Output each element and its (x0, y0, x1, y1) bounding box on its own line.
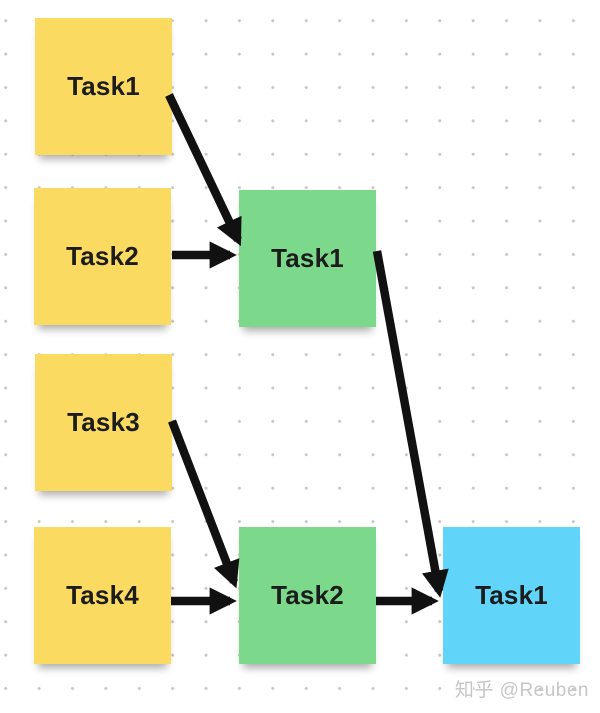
sticky-note-label: Task1 (67, 71, 140, 101)
connector-yellow-task3-to-green-task2[interactable] (168, 419, 240, 589)
sticky-note-label: Task1 (271, 243, 344, 273)
sticky-note-yellow-task1[interactable]: Task1 (35, 18, 172, 155)
watermark: 知乎 @Reuben (454, 680, 589, 701)
sticky-note-blue-task1[interactable]: Task1 (443, 527, 580, 664)
connector-yellow-task1-to-green-task1[interactable] (165, 93, 242, 247)
sticky-note-label: Task2 (271, 580, 344, 610)
sticky-note-label: Task2 (66, 241, 139, 271)
sticky-note-green-task1[interactable]: Task1 (239, 190, 376, 327)
sticky-note-yellow-task3[interactable]: Task3 (35, 354, 172, 491)
sticky-note-label: Task4 (66, 580, 139, 610)
sticky-note-green-task2[interactable]: Task2 (239, 527, 376, 664)
sticky-note-label: Task3 (67, 407, 140, 437)
sticky-note-yellow-task2[interactable]: Task2 (34, 188, 171, 325)
sticky-note-label: Task1 (475, 580, 548, 610)
sticky-note-yellow-task4[interactable]: Task4 (34, 527, 171, 664)
connector-green-task1-to-blue-task1[interactable] (372, 250, 449, 598)
